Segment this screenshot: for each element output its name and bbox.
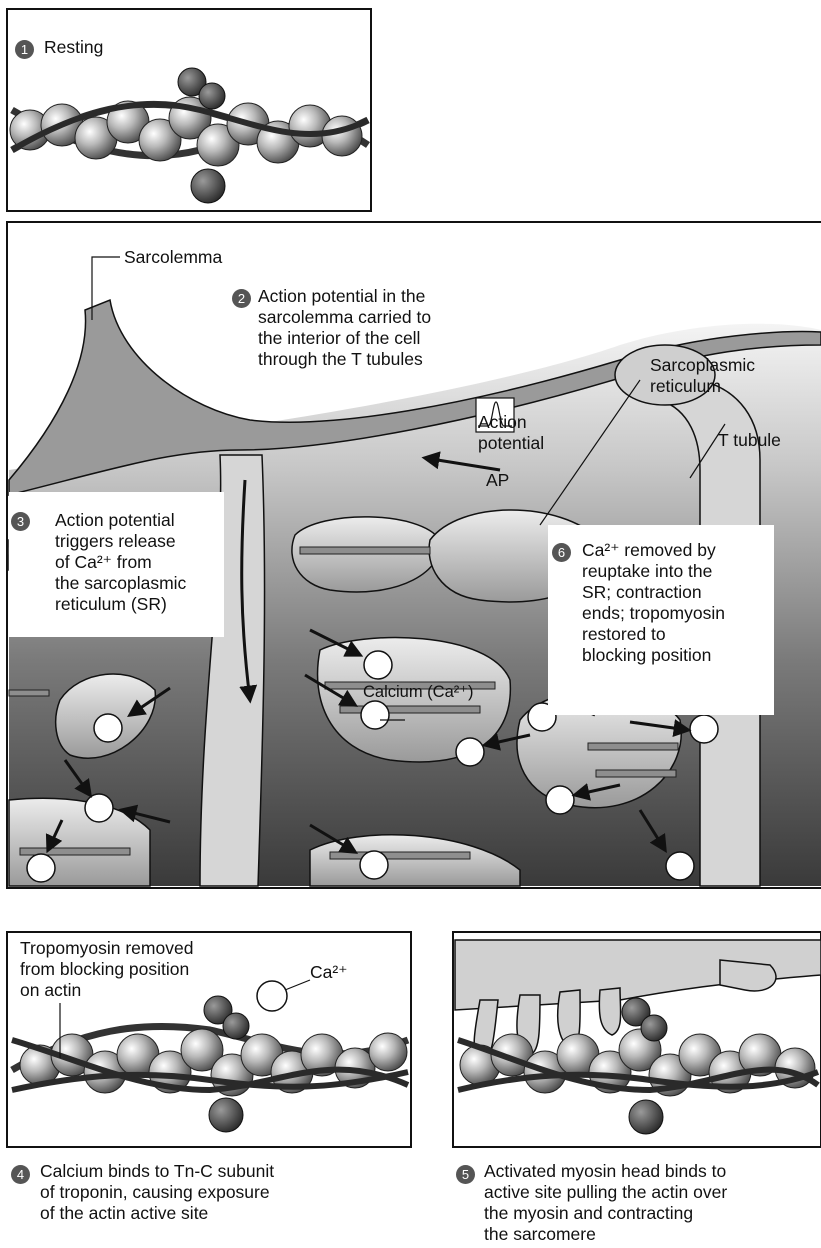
sarcoplasmic-reticulum-label: Sarcoplasmic reticulum — [650, 355, 755, 397]
resting-label: Resting — [44, 37, 103, 58]
step-6-text: Ca²⁺ removed by reuptake into the SR; co… — [582, 540, 725, 666]
step-4-text: Calcium binds to Tn-C subunit of troponi… — [40, 1161, 274, 1224]
tropomyosin-removed-label: Tropomyosin removed from blocking positi… — [20, 938, 193, 1001]
step-2-badge: 2 — [232, 289, 251, 308]
step-3-text: Action potential triggers release of Ca²… — [55, 510, 186, 615]
calcium-label: Calcium (Ca²⁺) — [363, 682, 473, 703]
step-6-badge: 6 — [552, 543, 571, 562]
ca-ion-label: Ca²⁺ — [310, 962, 347, 983]
sarcolemma-label: Sarcolemma — [124, 247, 222, 268]
step-1-badge: 1 — [15, 40, 34, 59]
action-potential-label: Action potential — [478, 412, 544, 454]
step-5-badge: 5 — [456, 1165, 475, 1184]
step-3-badge: 3 — [11, 512, 30, 531]
step-2-text: Action potential in the sarcolemma carri… — [258, 286, 431, 370]
step-5-text: Activated myosin head binds to active si… — [484, 1161, 727, 1245]
ap-label: AP — [486, 470, 509, 491]
step-4-badge: 4 — [11, 1165, 30, 1184]
t-tubule-label: T tubule — [718, 430, 781, 451]
